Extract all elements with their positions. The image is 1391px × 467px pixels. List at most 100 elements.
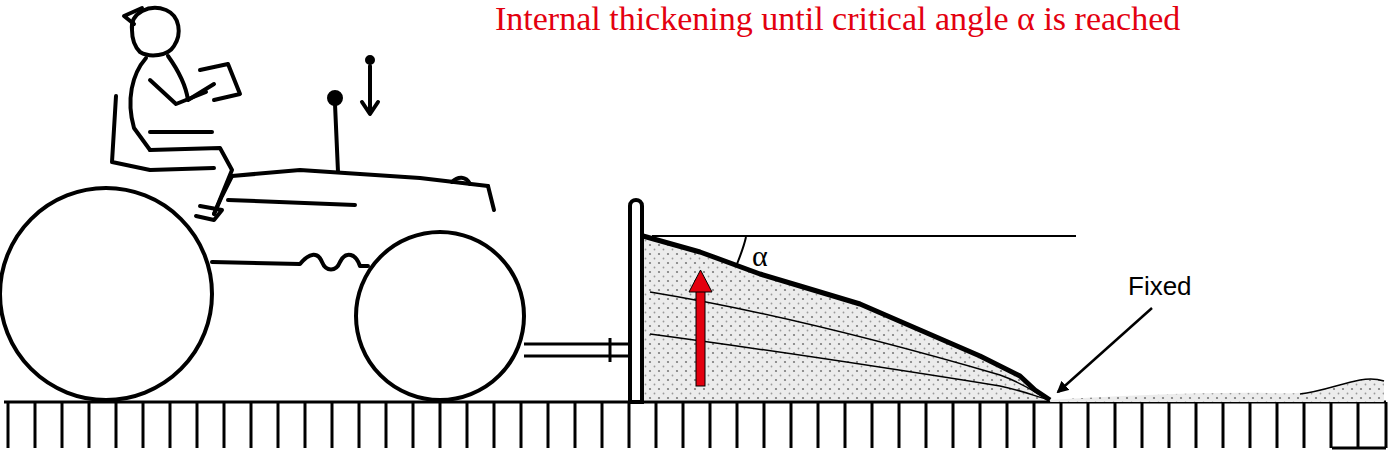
ground-tick (709, 402, 712, 448)
tractor-body (367, 57, 373, 63)
thickening-arrow (689, 270, 712, 292)
sediment-wedge (650, 334, 1046, 399)
sediment-wedge (643, 236, 1050, 400)
driver-figure (196, 206, 222, 220)
tractor-body (368, 66, 372, 112)
tractor-body (452, 178, 470, 184)
tractor-wheel (0, 188, 524, 400)
tractor-body (488, 186, 494, 210)
ground-tick (655, 402, 658, 448)
ground-tick (61, 402, 64, 448)
ground-tick (1195, 402, 1198, 448)
driver-figure (150, 80, 206, 104)
ground-tick (979, 402, 982, 448)
ground-tick (1033, 402, 1036, 448)
push-bar (524, 338, 630, 362)
ground-tick (1276, 402, 1279, 448)
sediment-strip (1050, 379, 1384, 402)
ground-hatch (4, 402, 1386, 448)
push-bar (524, 355, 630, 358)
tractor-body (228, 200, 355, 205)
driver-figure (112, 8, 240, 220)
driver-figure (124, 8, 142, 24)
ground-tick (817, 402, 820, 448)
tractor-body (212, 57, 494, 270)
thickening-arrow (689, 270, 712, 386)
ground-tick (1141, 402, 1144, 448)
ground-tick (547, 402, 550, 448)
driver-figure (150, 130, 212, 134)
driver-figure (112, 96, 214, 170)
ground-tick (1060, 402, 1063, 448)
heading: Internal thickening until critical angle… (495, 0, 1180, 37)
ground-tick (1249, 402, 1252, 448)
thickening-arrow (696, 290, 705, 386)
ground-tick (520, 402, 523, 448)
ground-tick (1357, 402, 1360, 448)
ground-tick (385, 402, 388, 448)
ground-tick (871, 402, 874, 448)
ground-tick (763, 402, 766, 448)
ground-tick (925, 402, 928, 448)
ground-tick (196, 402, 199, 448)
angle-mark (652, 236, 1076, 264)
ground-tick (466, 402, 469, 448)
ground-tick (88, 402, 91, 448)
ground-tick (790, 402, 793, 448)
callout-label: Fixed (1128, 272, 1192, 301)
ground-tick (331, 402, 334, 448)
push-bar (524, 343, 630, 346)
ground-tick (304, 402, 307, 448)
ground-tick (142, 402, 145, 448)
ground-hatch (1385, 402, 1388, 448)
dozer-blade (630, 200, 642, 402)
ground-tick (736, 402, 739, 448)
driver-figure (150, 148, 232, 214)
tractor-body (212, 255, 368, 270)
ground-tick (358, 402, 361, 448)
tractor-wheel (356, 232, 524, 400)
ground-tick (439, 402, 442, 448)
ground-tick (844, 402, 847, 448)
sediment-strip (1300, 379, 1384, 394)
ground-tick (574, 402, 577, 448)
ground-tick (601, 402, 604, 448)
driver-figure (132, 8, 179, 55)
dozer-blade (630, 200, 642, 402)
ground-tick (1168, 402, 1171, 448)
driver-figure (200, 64, 240, 100)
leader-arrow (1058, 308, 1152, 392)
ground-tick (682, 402, 685, 448)
ground-tick (1087, 402, 1090, 448)
leader-arrow (1058, 308, 1152, 392)
ground-tick (8, 402, 1358, 448)
ground-tick (1303, 402, 1306, 448)
ground-tick (277, 402, 280, 448)
sediment-wedge (643, 236, 1050, 400)
ground-tick (1222, 402, 1225, 448)
ground-hatch (1332, 447, 1386, 450)
ground-tick (250, 402, 253, 448)
tractor-body (335, 104, 338, 172)
ground-tick (223, 402, 226, 448)
ground-tick (898, 402, 901, 448)
ground-tick (1330, 402, 1333, 448)
ground-tick (7, 402, 10, 448)
angle-label: α (752, 241, 768, 271)
tractor-body (232, 170, 488, 186)
ground-tick (493, 402, 496, 448)
angle-mark (737, 237, 746, 264)
driver-figure (130, 58, 150, 150)
tractor-body (362, 102, 378, 114)
ground-tick (952, 402, 955, 448)
ground-tick (1114, 402, 1117, 448)
sediment-strip (1050, 379, 1384, 402)
ground-tick (34, 402, 37, 448)
ground-tick (1006, 402, 1009, 448)
angle-mark (652, 235, 1076, 237)
sediment-wedge (643, 236, 1050, 400)
ground-tick (115, 402, 118, 448)
ground-tick (412, 402, 415, 448)
